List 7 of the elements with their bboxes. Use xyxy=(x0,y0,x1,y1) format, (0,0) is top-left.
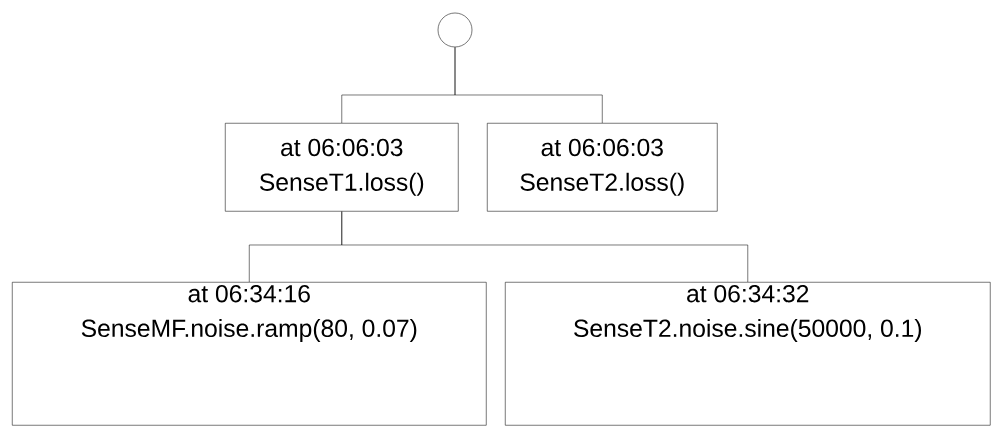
event-box: at 06:06:03 SenseT2.loss() xyxy=(487,123,718,212)
connector-line xyxy=(454,47,603,124)
connector-line xyxy=(341,211,749,283)
event-box: at 06:34:16 SenseMF.noise.ramp(80, 0.07) xyxy=(12,282,487,426)
event-box: at 06:06:03 SenseT1.loss() xyxy=(225,123,459,212)
start-circle xyxy=(437,12,473,48)
event-box: at 06:34:32 SenseT2.noise.sine(50000, 0.1) xyxy=(505,282,991,426)
